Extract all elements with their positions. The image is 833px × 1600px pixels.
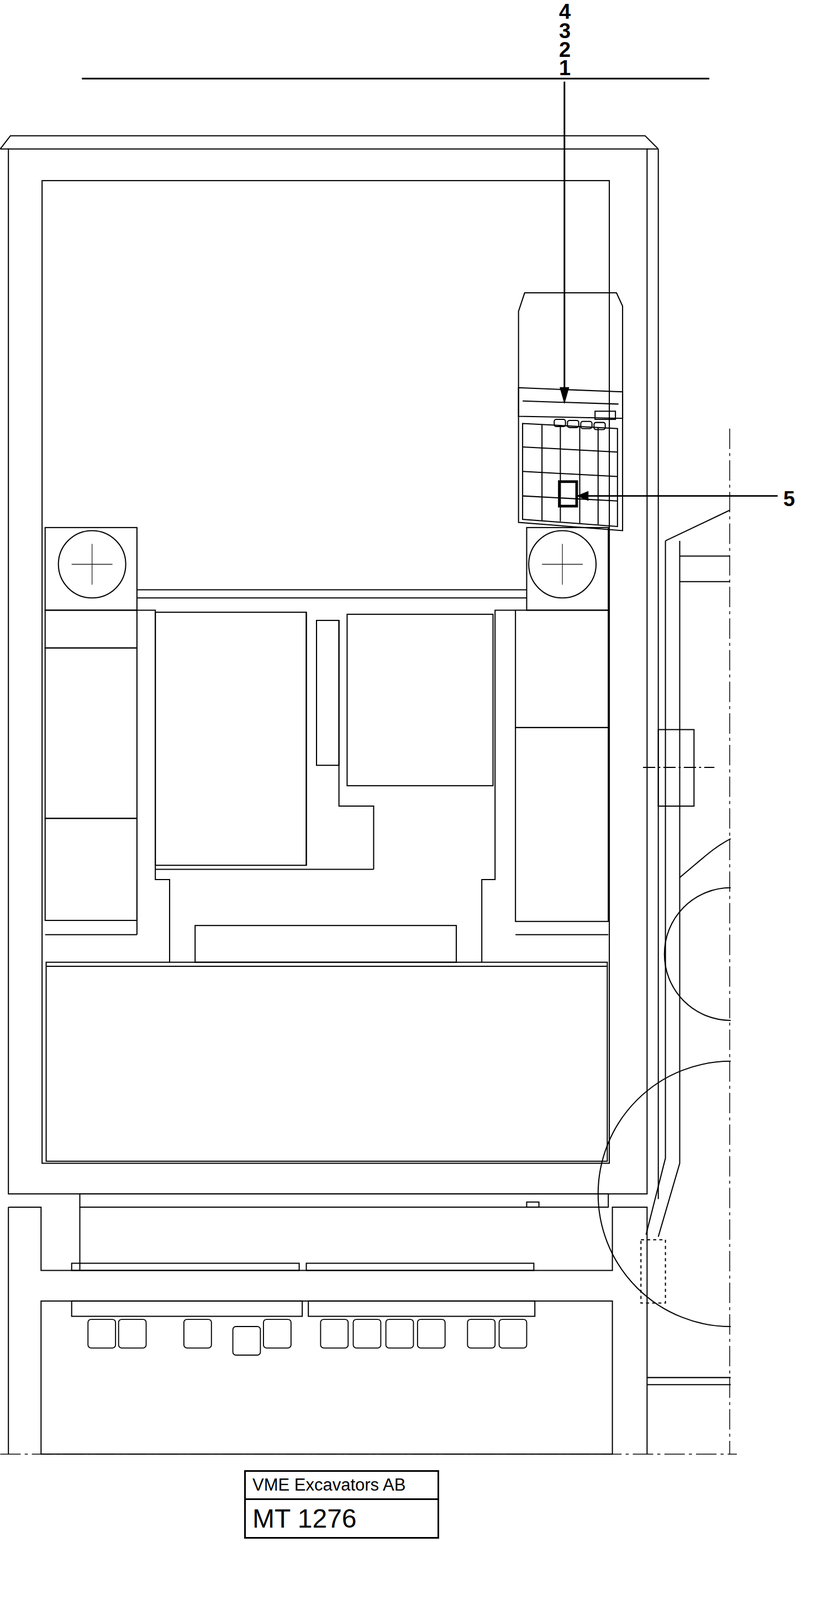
callout-number: 4 xyxy=(559,1,571,23)
callout-number: 1 xyxy=(559,57,571,79)
callout-number: 5 xyxy=(783,488,795,510)
callout-number: 3 xyxy=(559,20,571,42)
drawing-number: MT 1276 xyxy=(245,1499,438,1537)
company-name: VME Excavators AB xyxy=(245,1471,438,1500)
title-block: VME Excavators ABMT 1276 xyxy=(244,1469,440,1539)
